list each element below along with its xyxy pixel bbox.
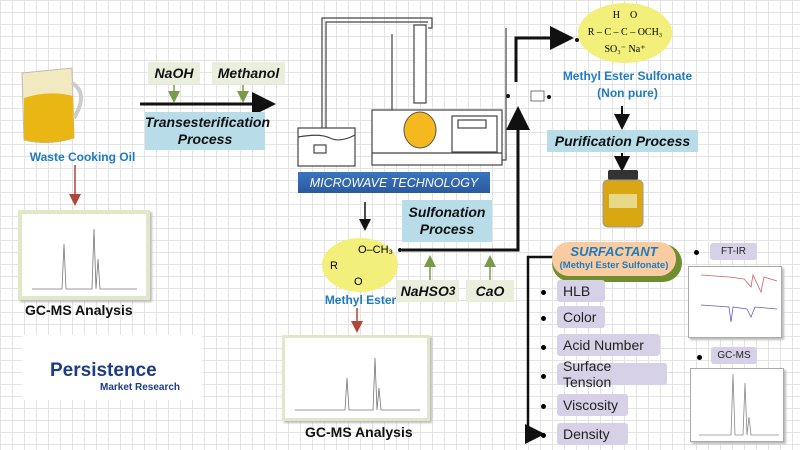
- process-label: Process: [419, 221, 475, 237]
- methyl-ester-structure: O–CH₃ R O: [322, 238, 398, 292]
- reagent-cao: CaO: [466, 280, 514, 302]
- methyl-ester-label: Methyl Ester: [324, 293, 397, 307]
- methyl-ester-sulfonate-structure: H O R – C – C – OCH₃ SO₃⁻ Na⁺: [578, 3, 672, 63]
- waste-cooking-oil-jug-icon: [21, 67, 83, 144]
- surfactant-pill: SURFACTANT (Methyl Ester Sulfonate): [552, 242, 676, 276]
- formula-line: H O: [612, 10, 638, 21]
- mes-label-line: (Non pure): [597, 86, 658, 100]
- process-label: Sulfonation: [408, 204, 486, 220]
- formula-o: O: [354, 276, 363, 288]
- mes-label-line: Methyl Ester Sulfonate: [562, 69, 693, 83]
- surfactant-title: SURFACTANT: [570, 244, 658, 259]
- formula-line: SO₃⁻ Na⁺: [604, 44, 646, 55]
- property-hlb: HLB: [557, 280, 605, 302]
- reagent-subscript: 3: [448, 284, 456, 298]
- gcms-label-right: GC-MS: [711, 347, 757, 364]
- microwave-technology-banner: MICROWAVE TECHNOLOGY: [298, 172, 490, 193]
- process-label: Process: [177, 131, 233, 147]
- logo-name: Persistence: [50, 360, 157, 381]
- property-surface-tension: Surface Tension: [557, 358, 667, 390]
- purification-process-box: Purification Process: [547, 130, 698, 152]
- methyl-ester-sulfonate-label: Methyl Ester Sulfonate (Non pure): [555, 68, 700, 102]
- formula-r: R: [330, 260, 338, 272]
- reagent-text: NaHSO: [400, 283, 449, 299]
- property-density: Density: [557, 423, 628, 445]
- gcms-chart-surfactant: [690, 368, 784, 442]
- gcms-chart-oil: [18, 210, 150, 300]
- gcms-analysis-label-bottom: GC-MS Analysis: [305, 424, 413, 440]
- surfactant-subtitle: (Methyl Ester Sulfonate): [559, 260, 669, 271]
- sulfonate-bottle-icon: [602, 170, 644, 228]
- property-color: Color: [557, 306, 605, 328]
- logo-sub: Market Research: [100, 382, 181, 393]
- gcms-analysis-label-left: GC-MS Analysis: [25, 302, 133, 318]
- ftir-label: FT-IR: [710, 243, 757, 260]
- property-viscosity: Viscosity: [557, 394, 628, 416]
- reagent-naoh: NaOH: [148, 62, 200, 84]
- property-acid-number: Acid Number: [557, 334, 660, 356]
- persistence-logo: Persistence Market Research: [22, 335, 202, 400]
- reagent-methanol: Methanol: [212, 62, 285, 84]
- formula-line: R – C – C – OCH₃: [587, 27, 663, 38]
- microwave-apparatus: [297, 17, 507, 167]
- process-label: Transesterification: [145, 114, 271, 130]
- waste-cooking-oil-label: Waste Cooking Oil: [29, 150, 136, 164]
- ftir-chart: [688, 266, 782, 338]
- gcms-chart-methyl-ester: [282, 335, 430, 421]
- formula-och3: O–CH₃: [358, 244, 394, 256]
